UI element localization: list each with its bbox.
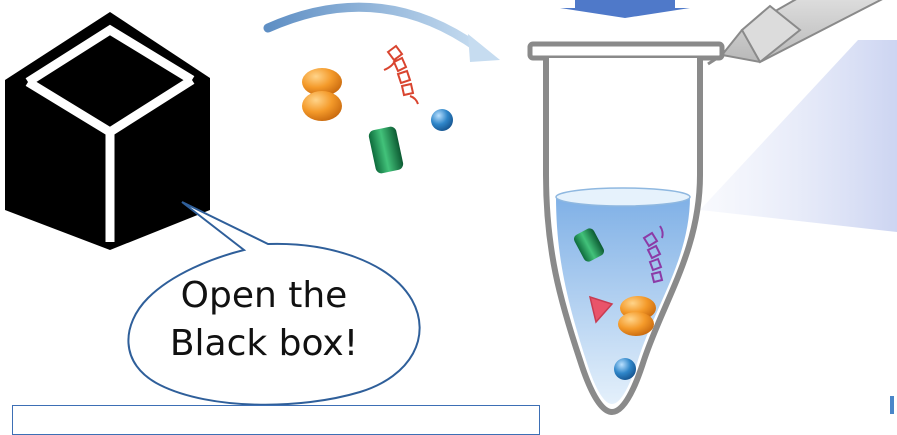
note-box [12, 405, 540, 435]
callout-line-2: Black box! [150, 320, 378, 368]
orange-protein-blob-icon [618, 296, 656, 336]
liquid-meniscus [556, 188, 690, 206]
green-cylinder-icon [368, 126, 405, 175]
blue-down-arrow-icon [560, 0, 690, 18]
orange-protein-blob-icon [302, 68, 342, 121]
callout-line-1: Open the [150, 272, 378, 320]
callout-text: Open the Black box! [150, 272, 378, 368]
curved-arrow-icon [268, 7, 500, 62]
microcentrifuge-tube-icon [530, 44, 722, 412]
light-beam [700, 40, 897, 232]
edge-marker [890, 396, 894, 414]
blue-sphere-icon [431, 109, 453, 131]
experiment-illustration [0, 0, 897, 421]
black-cube-icon [5, 12, 210, 250]
dna-strand-icon [384, 46, 418, 104]
blue-sphere-icon [614, 358, 636, 380]
